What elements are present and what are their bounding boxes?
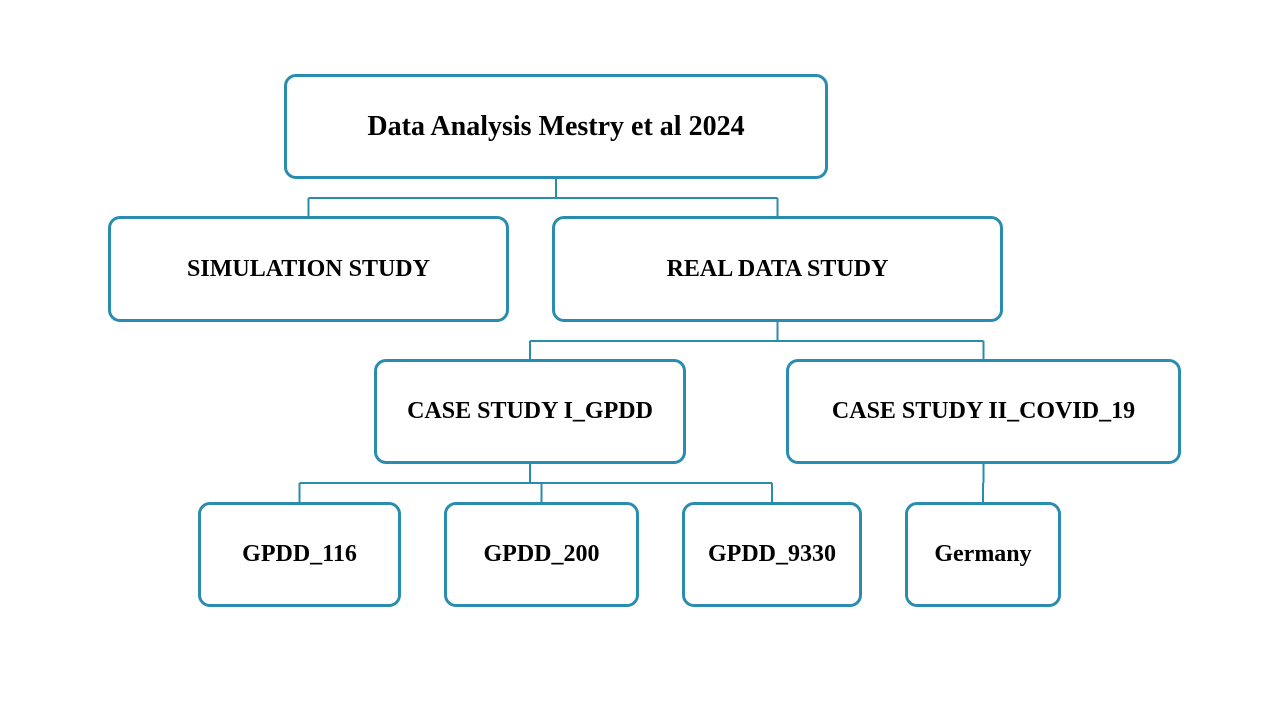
germany-node: Germany bbox=[905, 502, 1061, 607]
connector-case-study-2 bbox=[982, 464, 985, 502]
gpdd-200-node: GPDD_200 bbox=[444, 502, 639, 607]
real-data-study-node: REAL DATA STUDY bbox=[552, 216, 1003, 322]
connector-case-study-1 bbox=[298, 464, 773, 502]
connector-root bbox=[307, 179, 779, 216]
gpdd-9330-node: GPDD_9330 bbox=[682, 502, 862, 607]
case-study-2-node: CASE STUDY II_COVID_19 bbox=[786, 359, 1181, 464]
root-node: Data Analysis Mestry et al 2024 bbox=[284, 74, 828, 179]
connector-real-data bbox=[529, 322, 985, 359]
simulation-study-node: SIMULATION STUDY bbox=[108, 216, 509, 322]
case-study-1-node: CASE STUDY I_GPDD bbox=[374, 359, 686, 464]
gpdd-116-node: GPDD_116 bbox=[198, 502, 401, 607]
